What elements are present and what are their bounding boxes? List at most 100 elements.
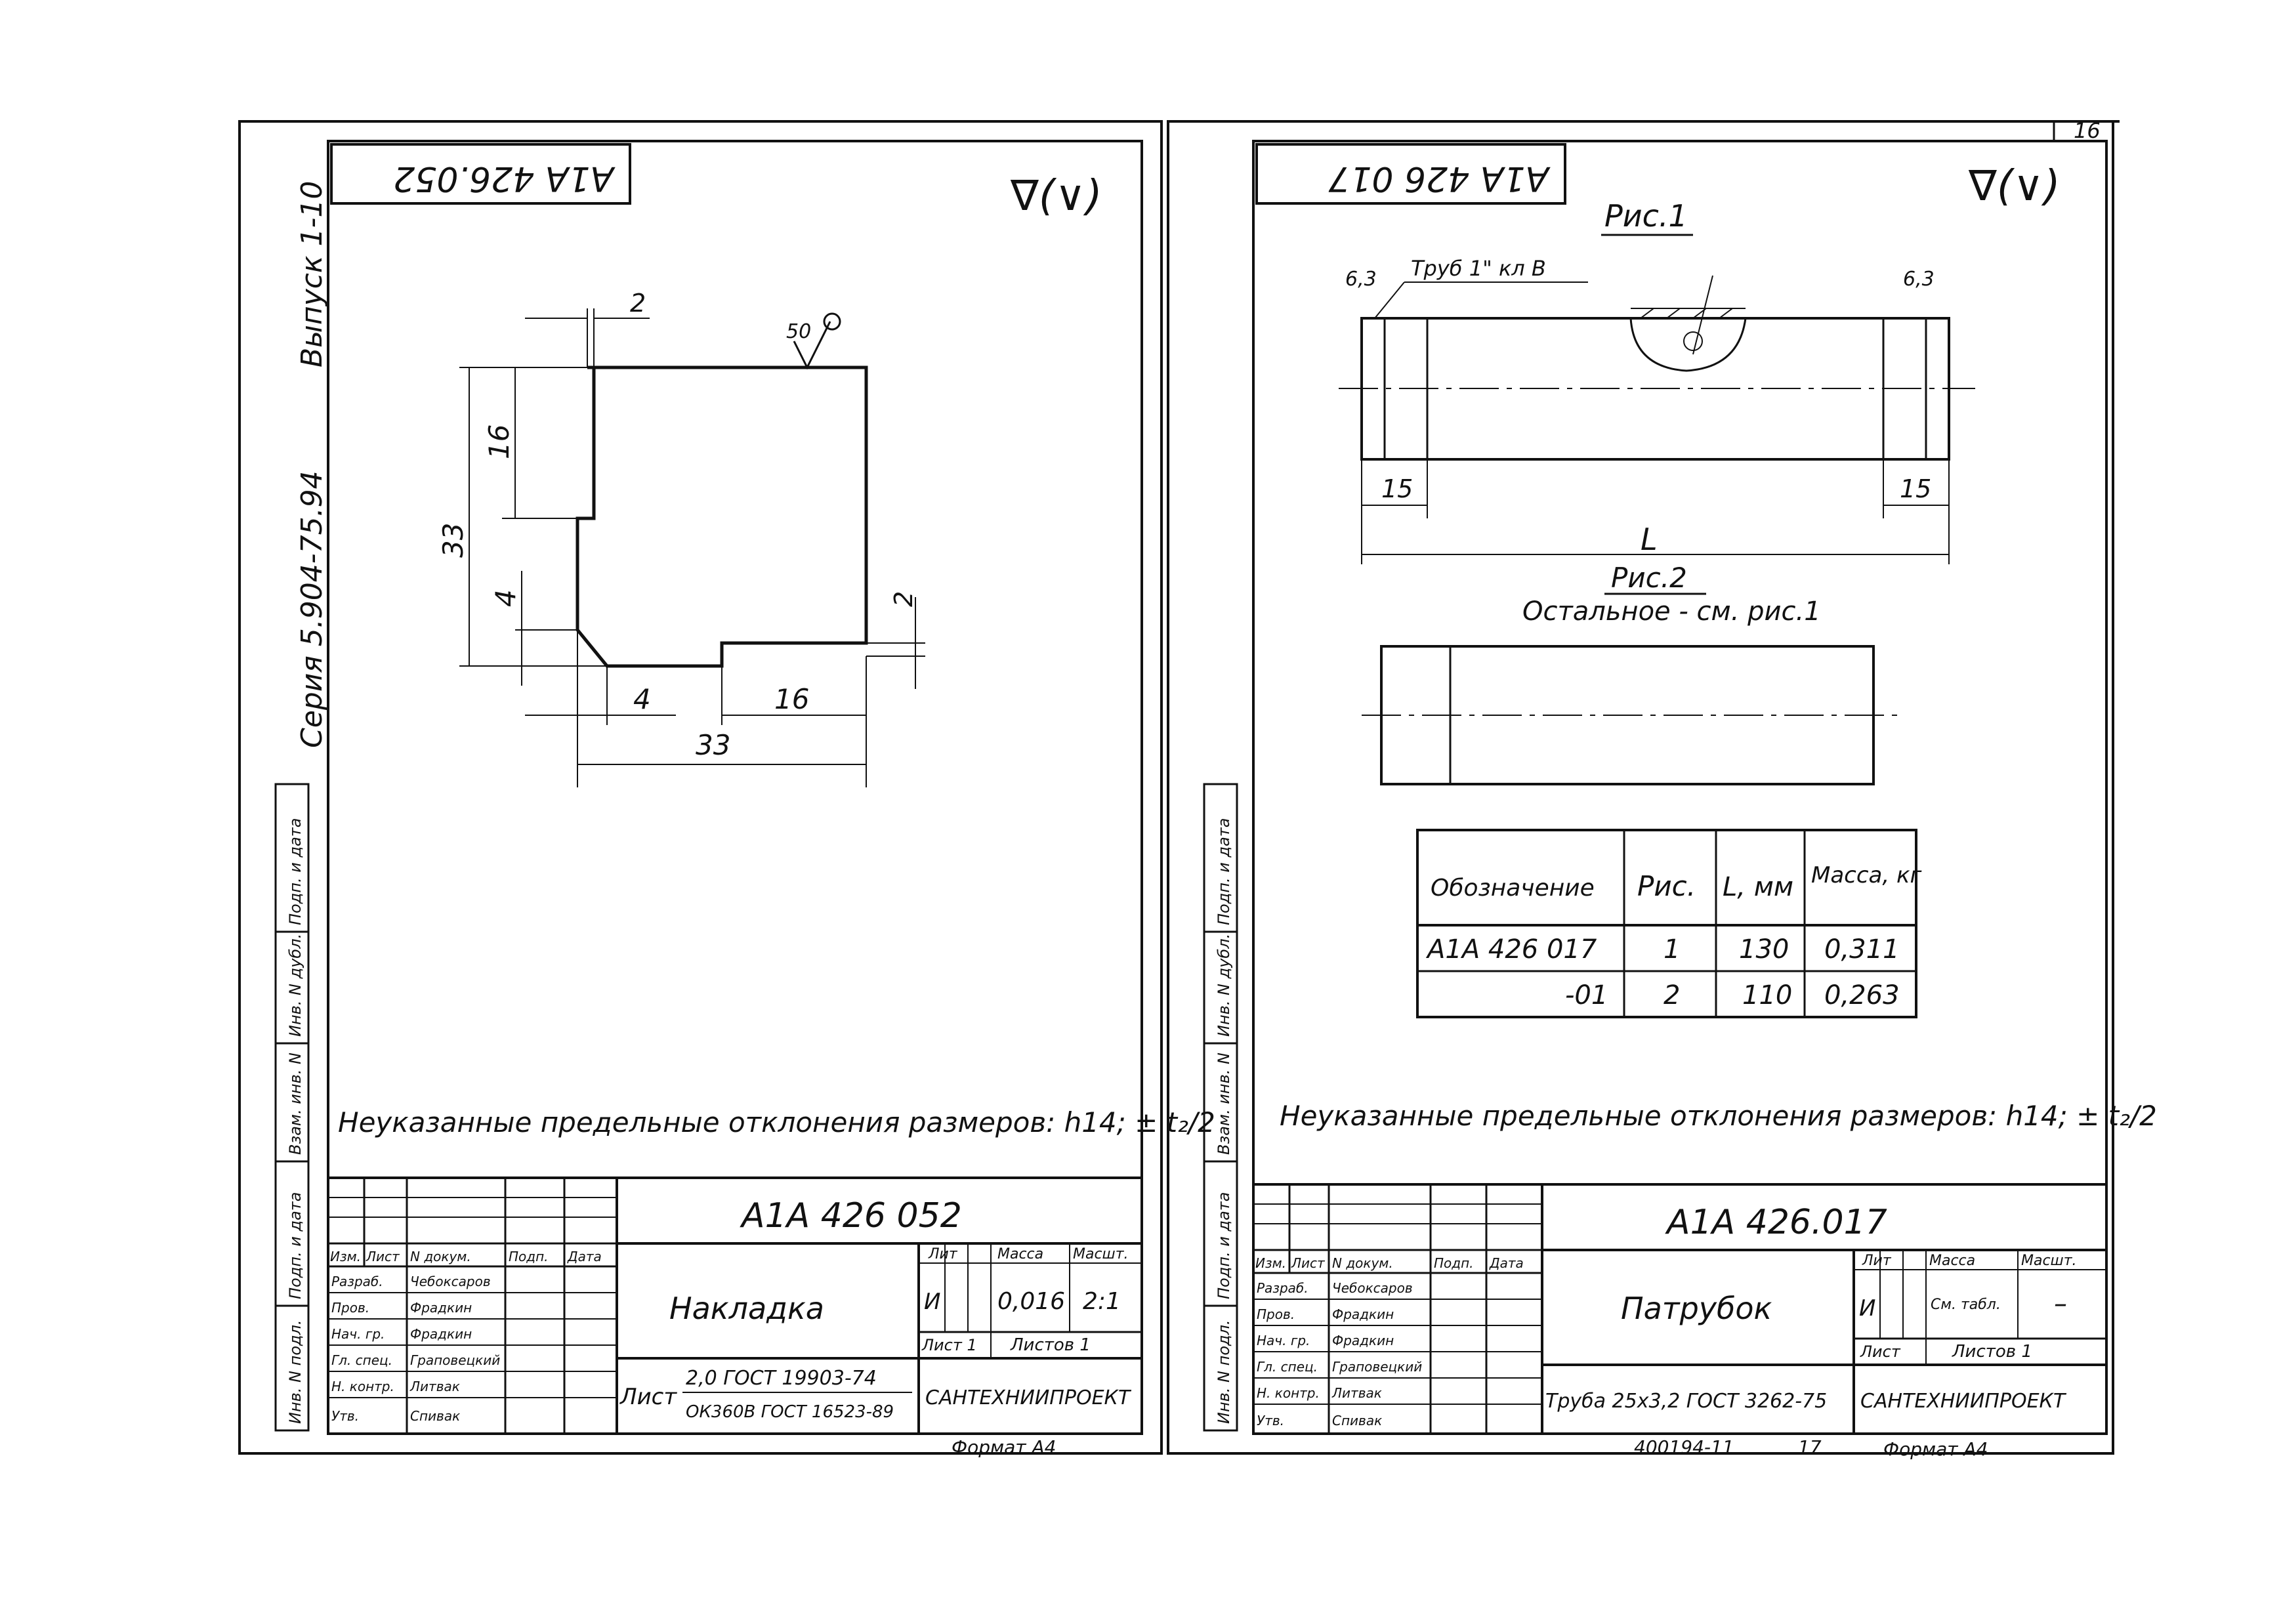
- table-h-designation: Обозначение: [1431, 875, 1595, 902]
- right-tb-h-lit: Лит: [1862, 1253, 1892, 1269]
- right-tb-h-mass: Масса: [1929, 1253, 1975, 1269]
- left-tb-h-list: Лист: [366, 1249, 400, 1264]
- right-stamp-3: Взам. инв. N: [1215, 1052, 1233, 1155]
- right-tb-h-ndoc: N докум.: [1332, 1255, 1393, 1271]
- left-margin-stamps: Подп. и дата Инв. N дубл. Взам. инв. N П…: [274, 783, 310, 1432]
- right-format: Формат А4: [1883, 1438, 1988, 1460]
- right-tb-designation: А1А 426.017: [1665, 1203, 1887, 1242]
- left-stamp-3: Взам. инв. N: [286, 1052, 304, 1155]
- left-tb-h-lit: Лит: [928, 1246, 958, 1262]
- right-tb-h-podp: Подп.: [1434, 1255, 1474, 1271]
- left-tb-name-2: Фрадкин: [410, 1326, 472, 1342]
- right-stamp-5: Инв. N подл.: [1215, 1320, 1233, 1424]
- left-dim-4-bottom: 4: [633, 683, 651, 715]
- right-note: Неуказанные предельные отклонения размер…: [1280, 1100, 2157, 1132]
- left-tb-sheets: Листов 1: [1010, 1335, 1091, 1355]
- left-stamp-1: Подп. и дата: [286, 818, 304, 926]
- right-tb-h-izm: Изм.: [1255, 1255, 1286, 1271]
- left-tb-sheet: Лист 1: [921, 1336, 977, 1354]
- left-tb-name-4: Литвак: [409, 1379, 460, 1394]
- left-tb-name-1: Фрадкин: [410, 1300, 472, 1316]
- fig1-d15a: 15: [1381, 474, 1413, 503]
- right-tb-role-1: Пров.: [1257, 1306, 1295, 1322]
- right-tb-h-data: Дата: [1489, 1255, 1524, 1271]
- fig1-pipe: [1339, 275, 1975, 461]
- left-dim-4-left: 4: [490, 589, 522, 607]
- right-roughness-symbol: ∇(∨): [1968, 162, 2061, 211]
- left-tb-h-podp: Подп.: [509, 1249, 549, 1264]
- fig1-title: Рис.1: [1604, 198, 1688, 234]
- right-tb-scale: –: [2054, 1289, 2067, 1319]
- right-tb-name-2: Фрадкин: [1332, 1333, 1394, 1348]
- right-tb-role-2: Нач. гр.: [1257, 1333, 1310, 1348]
- fig2-pipe: [1362, 645, 1903, 785]
- left-tb-organization: САНТЕХНИИПРОЕКТ: [925, 1386, 1132, 1409]
- table-r0-c3: 0,311: [1824, 934, 1900, 965]
- left-tb-h-izm: Изм.: [330, 1249, 361, 1264]
- left-title-block: [327, 1176, 1143, 1435]
- right-tb-material: Труба 25х3,2 ГОСТ 3262-75: [1545, 1390, 1827, 1413]
- left-roughness-mark: ∇(∨): [1010, 172, 1102, 220]
- right-stamp-designation: A1A 426 017: [1328, 159, 1551, 198]
- table-r0-c0: А1А 426 017: [1425, 934, 1597, 965]
- right-tb-role-0: Разраб.: [1257, 1280, 1308, 1296]
- table-h-mass: Масса, кг: [1811, 862, 1923, 888]
- left-dim-33-bottom: 33: [696, 729, 730, 761]
- right-margin-stamps: Подп. и дата Инв. N дубл. Взам. инв. N П…: [1203, 783, 1238, 1432]
- right-tb-role-5: Утв.: [1257, 1413, 1284, 1428]
- fig1-r1: 6,3: [1345, 268, 1377, 291]
- left-tb-name-5: Спивак: [410, 1408, 460, 1424]
- left-stamp-2: Инв. N дубл.: [286, 934, 304, 1037]
- left-note: Неуказанные предельные отклонения размер…: [338, 1106, 1215, 1138]
- right-tb-name-5: Спивак: [1332, 1413, 1382, 1428]
- left-tb-lit: И: [924, 1289, 940, 1315]
- right-tb-part-name: Патрубок: [1621, 1291, 1772, 1326]
- table-r1-c1: 2: [1664, 980, 1680, 1010]
- left-dim-2-top: 2: [630, 289, 646, 318]
- right-footer-page: 17: [1798, 1436, 1822, 1458]
- left-tb-material-prefix: Лист: [619, 1384, 677, 1410]
- right-tb-name-1: Фрадкин: [1332, 1306, 1394, 1322]
- left-designation-stamp: A1A 426.052: [330, 143, 631, 205]
- left-tb-mass: 0,016: [997, 1288, 1065, 1315]
- right-stamp-2: Инв. N дубл.: [1215, 934, 1233, 1037]
- left-tb-part-name: Накладка: [669, 1291, 824, 1326]
- left-dim-16-bottom: 16: [774, 683, 809, 715]
- right-designation-stamp: A1A 426 017: [1255, 143, 1566, 205]
- right-tb-organization: САНТЕХНИИПРОЕКТ: [1860, 1390, 2067, 1413]
- left-tb-h-ndoc: N докум.: [410, 1249, 471, 1264]
- left-dim-2-right: 2: [889, 591, 918, 607]
- variants-table: [1416, 829, 1917, 1018]
- right-title-block: [1252, 1183, 2108, 1435]
- left-tb-role-0: Разраб.: [331, 1274, 383, 1289]
- right-tb-sheet: Лист: [1860, 1343, 1901, 1361]
- left-tb-h-mass: Масса: [997, 1246, 1043, 1262]
- left-tb-h-data: Дата: [567, 1249, 602, 1264]
- left-tb-designation: А1А 426 052: [740, 1196, 962, 1236]
- left-tb-material-2: ОК360В ГОСТ 16523-89: [686, 1402, 894, 1422]
- table-r1-c2: 110: [1742, 980, 1792, 1010]
- right-tb-name-3: Граповецкий: [1332, 1359, 1422, 1375]
- right-tb-role-3: Гл. спец.: [1257, 1359, 1318, 1375]
- left-format: Формат А4: [952, 1436, 1056, 1458]
- left-dim-16-left: 16: [483, 425, 515, 459]
- fig1-dimensions: [1361, 459, 1950, 564]
- right-tb-h-scale: Масшт.: [2021, 1253, 2077, 1269]
- left-tb-name-0: Чебоксаров: [410, 1274, 491, 1289]
- left-tb-name-3: Граповецкий: [410, 1352, 500, 1368]
- right-stamp-1: Подп. и дата: [1215, 818, 1233, 926]
- right-tb-name-4: Литвак: [1331, 1385, 1382, 1401]
- right-tb-sheets: Листов 1: [1952, 1342, 2032, 1362]
- table-h-L: L, мм: [1723, 872, 1793, 902]
- right-tb-h-list: Лист: [1291, 1255, 1326, 1271]
- left-margin-series: Серия 5.904-75.94: [295, 470, 329, 748]
- left-stamp-designation: A1A 426.052: [393, 159, 616, 198]
- left-roughness-symbol: ∇(∨): [1010, 172, 1102, 220]
- fig1-label: Труб 1" кл В: [1411, 256, 1546, 281]
- left-dimensions: 2 16 33 4 2 4 16 33: [437, 289, 925, 787]
- left-tb-role-1: Пров.: [331, 1300, 369, 1316]
- left-tb-material-1: 2,0 ГОСТ 19903-74: [686, 1367, 877, 1390]
- fig1-d15b: 15: [1900, 474, 1931, 503]
- left-part-roughness-value: 50: [786, 320, 811, 343]
